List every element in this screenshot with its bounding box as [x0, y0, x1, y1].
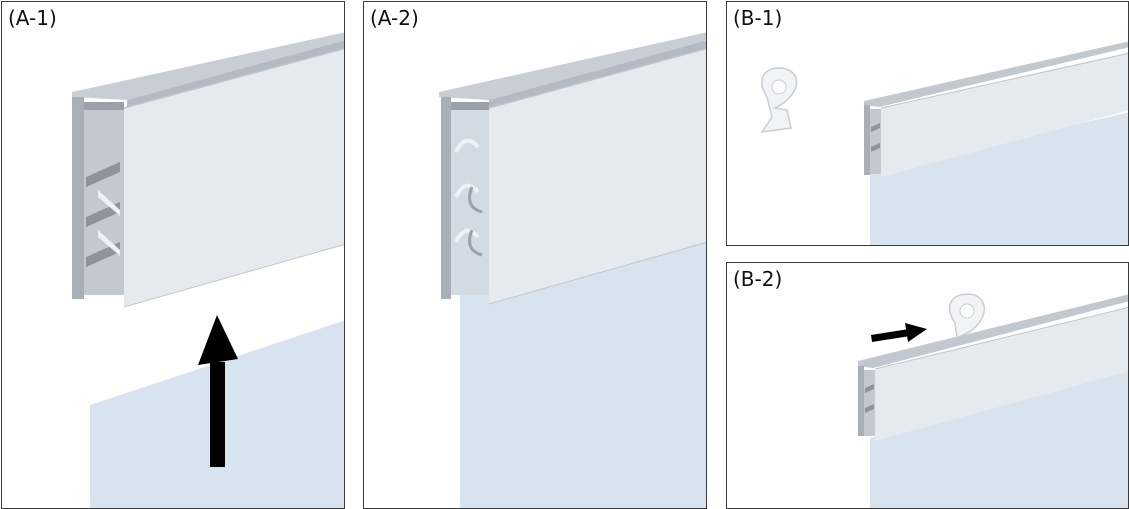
rail-end-profile	[441, 97, 489, 299]
display-sheet	[870, 112, 1128, 245]
illustration-b2	[858, 293, 1128, 508]
right-arrow-icon	[871, 323, 927, 342]
rail-top	[864, 41, 1128, 107]
display-sheet	[870, 368, 1128, 508]
illustration-a2	[439, 32, 706, 508]
up-arrow-icon	[198, 315, 238, 467]
rail-end-profile	[858, 366, 864, 436]
panel-label-b1: (B-1)	[733, 6, 783, 30]
panel-label-a2: (A-2)	[370, 6, 419, 30]
hook-icon	[760, 67, 798, 133]
panel-a2: (A-2)	[363, 1, 707, 509]
rail-front	[489, 48, 706, 304]
rail-front	[875, 307, 1128, 441]
rail-end-profile	[72, 97, 124, 299]
rail-front	[124, 48, 344, 307]
panel-b2: (B-2)	[726, 262, 1129, 509]
hook-icon	[948, 293, 986, 340]
rail-end-profile	[864, 105, 870, 175]
panel-a1: (A-1)	[1, 1, 345, 509]
rail-top	[72, 32, 344, 100]
illustration-a1	[72, 32, 344, 508]
panel-label-a1: (A-1)	[8, 6, 57, 30]
illustration-b1	[760, 41, 1128, 245]
panel-b1: (B-1)	[726, 1, 1129, 246]
rail-front	[881, 53, 1128, 177]
rail-top	[858, 294, 1128, 368]
panel-label-b2: (B-2)	[733, 267, 783, 291]
rail-top	[439, 32, 706, 100]
